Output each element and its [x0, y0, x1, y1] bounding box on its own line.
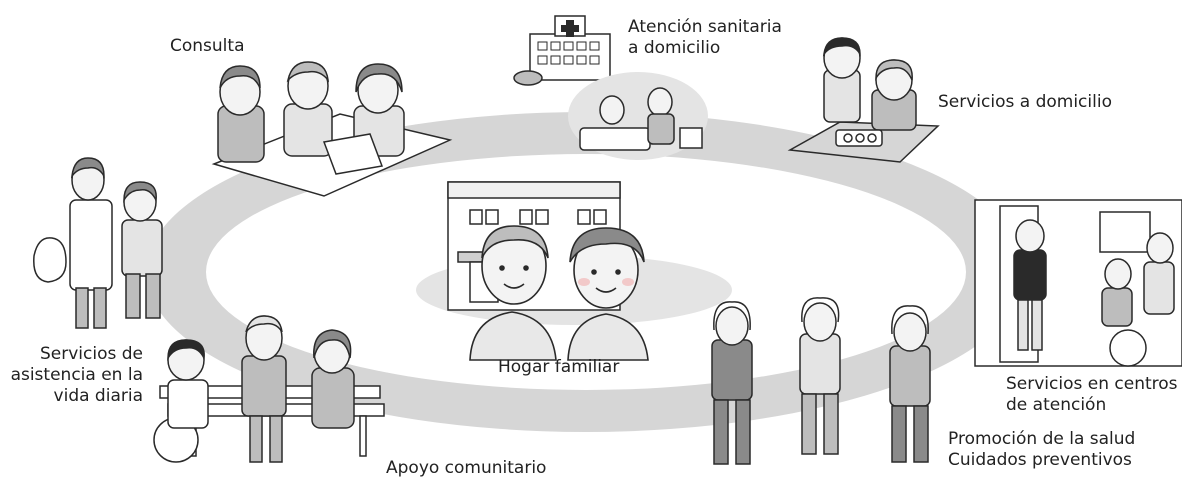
label-daily-living: Servicios de asistencia en la vida diari… — [2, 344, 143, 407]
label-care-centers-line2: de atención — [1006, 395, 1107, 415]
daily-living-scene — [33, 157, 163, 329]
elderly-couple-home — [469, 225, 649, 361]
label-care-centers: Servicios en centros de atención — [1006, 374, 1178, 416]
label-home-healthcare: Atención sanitaria a domicilio — [628, 17, 782, 59]
label-care-centers-line1: Servicios en centros — [1006, 374, 1178, 394]
label-daily-living-line2: asistencia en la — [10, 365, 143, 385]
exercise-scene — [711, 297, 931, 465]
home-healthcare-scene — [513, 15, 708, 160]
label-daily-living-line3: vida diaria — [53, 386, 143, 406]
community-support-scene — [153, 315, 385, 463]
care-facility-scene — [974, 199, 1182, 367]
label-health-promotion-line1: Promoción de la salud — [948, 429, 1136, 449]
label-family-home: Hogar familiar — [498, 357, 620, 377]
label-health-promotion: Promoción de la salud Cuidados preventiv… — [948, 429, 1135, 471]
label-community-support: Apoyo comunitario — [386, 458, 547, 478]
home-services-scene — [787, 37, 940, 163]
label-consultation: Consulta — [170, 36, 245, 56]
consultation-scene — [211, 61, 453, 197]
label-daily-living-line1: Servicios de — [39, 344, 143, 364]
label-home-healthcare-line1: Atención sanitaria — [628, 17, 782, 37]
label-home-services: Servicios a domicilio — [938, 92, 1112, 112]
family-home — [416, 181, 732, 325]
label-home-healthcare-line2: a domicilio — [628, 38, 721, 58]
label-health-promotion-line2: Cuidados preventivos — [948, 450, 1132, 470]
